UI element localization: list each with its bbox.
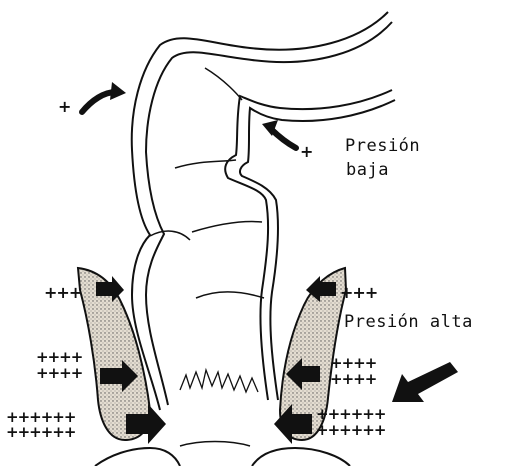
colon-wall-inner	[146, 22, 392, 405]
high-pressure-label: Presión alta	[344, 312, 473, 332]
arrow-diagonal-external	[392, 362, 458, 402]
low-pressure-label-line1: Presión	[345, 136, 420, 156]
pressure-mark-left-mid-1: ++++	[36, 350, 82, 365]
pressure-mark-low: +	[300, 144, 313, 160]
curved-arrow-low-pressure	[270, 128, 296, 148]
curved-arrow-top-left-head	[110, 82, 126, 100]
valve-fold-upper	[205, 68, 242, 100]
valve-fold-lower-right	[192, 222, 262, 232]
pressure-mark-right-mid-1: ++++	[330, 356, 376, 371]
pressure-mark-left-mid-2: ++++	[36, 366, 82, 381]
anorectal-fold	[196, 292, 264, 298]
pressure-mark-left-low-2: ++++++	[6, 425, 75, 440]
pressure-mark-right-low-1: ++++++	[316, 407, 385, 422]
anal-verge-right	[252, 448, 350, 466]
pressure-mark-right-low-2: ++++++	[316, 423, 385, 438]
anal-verge-left	[95, 448, 180, 466]
colon-wall-outer	[132, 12, 388, 410]
pressure-mark-left-upper: +++	[44, 285, 81, 301]
dentate-line	[180, 370, 258, 392]
anal-opening	[180, 442, 250, 447]
pressure-mark-right-mid-2: ++++	[330, 372, 376, 387]
valve-fold-lower-left	[150, 231, 190, 240]
low-pressure-label-line2: baja	[346, 160, 389, 180]
pressure-mark-right-upper: +++	[340, 285, 377, 301]
pressure-mark-top-left: +	[58, 99, 71, 115]
